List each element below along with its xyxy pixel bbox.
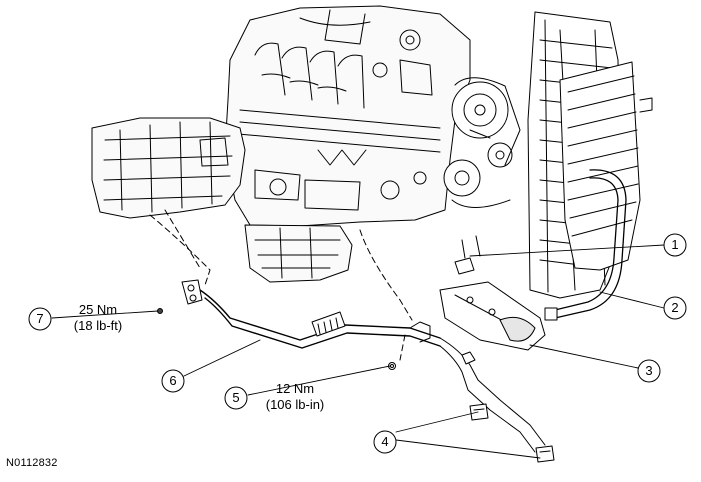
callout-7: 7	[36, 311, 44, 326]
accessory-drive	[443, 77, 521, 208]
oil-cooler-bracket	[439, 281, 546, 351]
engine-block	[224, 5, 471, 227]
figure-id: N0112832	[6, 457, 58, 469]
callout-circles	[28, 233, 687, 454]
torque-spec-5-imperial: (106 lb-in)	[265, 397, 325, 412]
oil-pan	[244, 224, 353, 283]
hidden-line-paths	[149, 209, 413, 361]
line-clamps	[469, 403, 555, 463]
leader-lines	[51, 244, 665, 459]
transmission-fitting	[157, 279, 203, 314]
transmission	[91, 117, 246, 219]
callout-5: 5	[232, 390, 240, 405]
callout-1: 1	[671, 237, 679, 252]
cooler-line-clip	[454, 235, 481, 275]
callout-6: 6	[169, 373, 177, 388]
radiator-hose	[544, 169, 627, 321]
condenser-core	[559, 61, 653, 271]
oil-cooler-lines	[199, 289, 546, 453]
torque-spec-7-imperial: (18 lb-ft)	[73, 318, 123, 333]
torque-spec-7-nm: 25 Nm	[78, 302, 118, 317]
callout-4: 4	[381, 434, 389, 449]
callout-2: 2	[671, 300, 679, 315]
callout-3: 3	[645, 363, 653, 378]
torque-spec-5-nm: 12 Nm	[275, 381, 315, 396]
